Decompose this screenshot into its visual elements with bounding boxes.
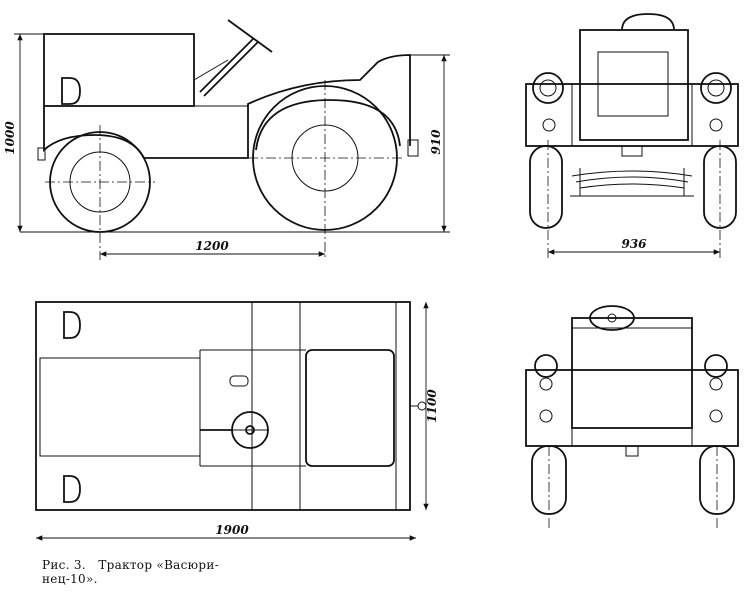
caption-prefix: Рис. 3. <box>42 558 86 572</box>
top-dimensions <box>36 302 429 541</box>
dim-wheelbase: 1200 <box>195 239 229 253</box>
dim-height-overall: 1000 <box>3 121 17 155</box>
top-view <box>35 301 427 511</box>
figure-caption: Рис. 3. Трактор «Васюри- нец-10». <box>42 558 282 586</box>
caption-line2: нец-10». <box>42 572 98 586</box>
dim-height-body: 910 <box>429 129 443 155</box>
side-view <box>20 19 450 260</box>
dim-width-overall: 1100 <box>425 389 439 423</box>
dim-length-overall: 1900 <box>215 523 249 537</box>
caption-line1: Трактор «Васюри- <box>98 558 220 572</box>
dim-track-width: 936 <box>621 237 647 251</box>
side-dimensions <box>14 33 450 257</box>
rear-view <box>525 305 739 530</box>
front-view <box>525 13 739 258</box>
